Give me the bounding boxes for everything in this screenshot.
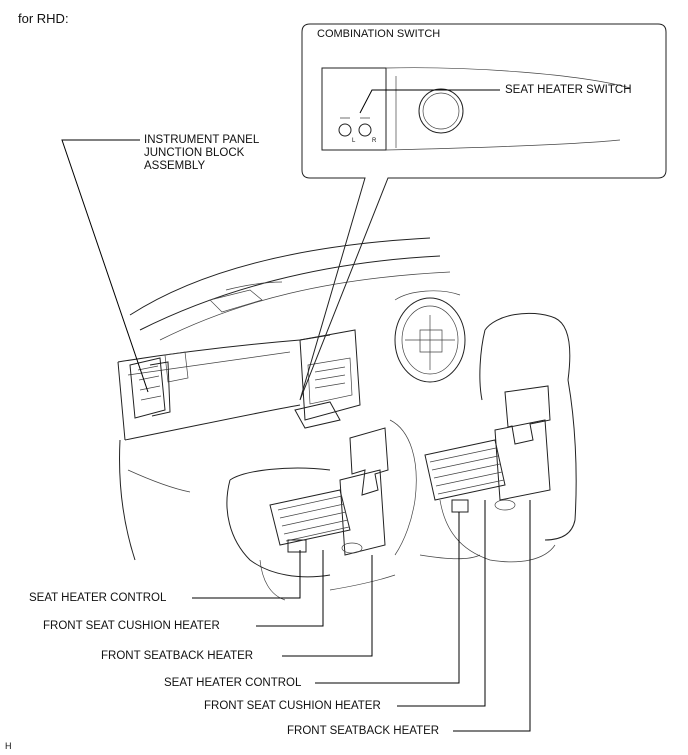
leader-lines — [61, 89, 531, 732]
combination-switch-inset — [299, 23, 667, 401]
left-front-seatback-heater-label: FRONT SEATBACK HEATER — [101, 650, 254, 662]
switch-mark-right: R — [372, 138, 377, 144]
seat-heater-switch-label: SEAT HEATER SWITCH — [505, 84, 632, 96]
right-seat-heaters — [424, 385, 551, 513]
vehicle-interior-drawing — [117, 237, 577, 601]
right-front-seatback-heater-label: FRONT SEATBACK HEATER — [287, 725, 440, 737]
left-front-seat-cushion-heater-label: FRONT SEAT CUSHION HEATER — [43, 620, 220, 632]
variant-label: for RHD: — [18, 11, 69, 26]
junction-block-label-line-1: INSTRUMENT PANEL — [144, 134, 260, 146]
junction-block-label-line-3: ASSEMBLY — [144, 160, 206, 172]
instrument-panel-junction-block — [129, 357, 171, 419]
inset-title: COMBINATION SWITCH — [317, 28, 441, 40]
junction-block-label-line-2: JUNCTION BLOCK — [144, 147, 245, 159]
left-seat-heaters — [269, 427, 389, 556]
left-seat-heater-control-label: SEAT HEATER CONTROL — [29, 592, 167, 604]
right-seat-heater-control-label: SEAT HEATER CONTROL — [164, 677, 302, 689]
switch-mark-left: L — [352, 138, 356, 144]
footer-code: H — [5, 741, 12, 751]
right-front-seat-cushion-heater-label: FRONT SEAT CUSHION HEATER — [204, 700, 381, 712]
